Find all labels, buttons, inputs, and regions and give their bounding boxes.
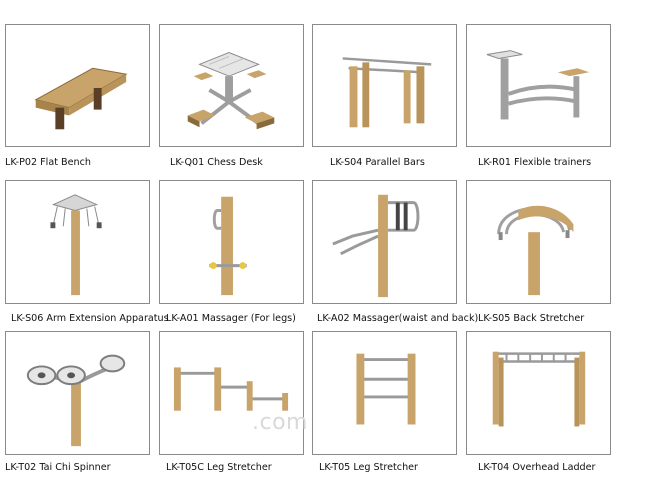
- product-caption: LK-T02 Tai Chi Spinner: [5, 462, 111, 473]
- product-caption: LK-P02 Flat Bench: [5, 157, 91, 168]
- leg-stretcher-icon: [356, 353, 416, 425]
- product-caption: LK-R01 Flexible trainers: [478, 157, 592, 168]
- product-caption: LK-T05 Leg Stretcher: [319, 462, 418, 473]
- product-caption: LK-A02 Massager(waist and back): [317, 313, 479, 324]
- product-frame-parallel-bars: [312, 24, 457, 147]
- product-frame-back-stretcher: [466, 180, 611, 304]
- flexible-trainer-icon: [486, 50, 590, 120]
- chess-desk-icon: [187, 52, 275, 130]
- product-frame-chess-desk: [159, 24, 304, 147]
- leg-massager-icon: [209, 196, 247, 296]
- product-frame-tai-chi: [5, 331, 150, 455]
- product-caption: LK-T05C Leg Stretcher: [166, 462, 272, 473]
- product-caption: LK-S04 Parallel Bars: [330, 157, 425, 168]
- product-caption: LK-A01 Massager (For legs): [166, 313, 296, 324]
- product-frame-leg-massager: [159, 180, 304, 304]
- product-frame-flat-bench: [5, 24, 150, 147]
- product-caption: LK-T04 Overhead Ladder: [478, 462, 596, 473]
- back-stretcher-icon: [497, 205, 574, 296]
- flat-bench-icon: [34, 67, 128, 130]
- arm-extension-icon: [50, 194, 102, 296]
- product-frame-arm-extension: [5, 180, 150, 304]
- parallel-bars-icon: [342, 57, 432, 128]
- leg-stretcher-c-icon: [173, 367, 289, 411]
- waist-massager-icon: [332, 194, 420, 298]
- tai-chi-spinner-icon: [26, 354, 126, 447]
- product-frame-flexible-trainers: [466, 24, 611, 147]
- product-frame-leg-stretcher-c: [159, 331, 304, 455]
- product-frame-overhead-ladder: [466, 331, 611, 455]
- overhead-ladder-icon: [492, 351, 586, 427]
- product-frame-leg-stretcher: [312, 331, 457, 455]
- product-caption: LK-S05 Back Stretcher: [478, 313, 585, 324]
- product-frame-waist-massager: [312, 180, 457, 304]
- product-caption: LK-S06 Arm Extension Apparatus: [11, 313, 169, 324]
- watermark: .com: [252, 410, 308, 435]
- product-caption: LK-Q01 Chess Desk: [170, 157, 263, 168]
